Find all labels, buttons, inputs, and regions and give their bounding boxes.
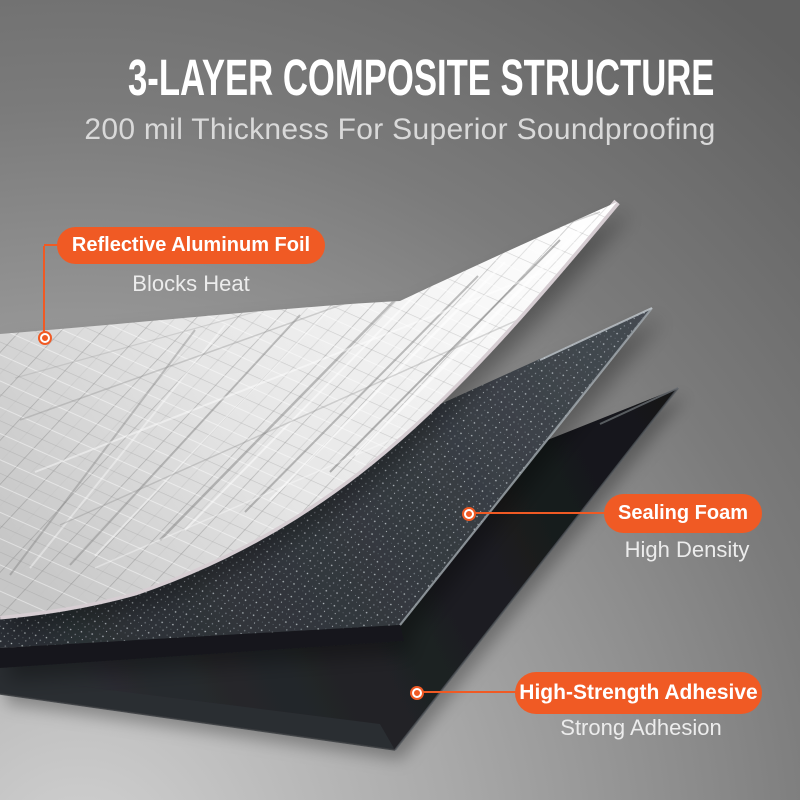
callout-dot-foil	[40, 333, 50, 343]
callout-dot-foam	[464, 509, 474, 519]
callout-pill-foam: Sealing Foam	[604, 494, 762, 533]
callout-pill-foil: Reflective Aluminum Foil	[57, 227, 325, 264]
callout-line-foam	[469, 512, 606, 514]
callout-line-adhesive	[417, 691, 517, 693]
page-title: 3-LAYER COMPOSITE STRUCTURE	[128, 49, 715, 106]
callout-line-foil-stub	[44, 244, 60, 246]
callout-sublabel-foam: High Density	[624, 537, 750, 562]
callout-pill-adhesive: High-Strength Adhesive	[515, 672, 762, 714]
callout-sublabel-adhesive: Strong Adhesion	[560, 715, 722, 740]
callout-dot-adhesive	[412, 688, 422, 698]
callout-line-foil	[43, 246, 45, 334]
page-subtitle: 200 mil Thickness For Superior Soundproo…	[84, 113, 716, 146]
callout-sublabel-foil: Blocks Heat	[132, 271, 250, 296]
